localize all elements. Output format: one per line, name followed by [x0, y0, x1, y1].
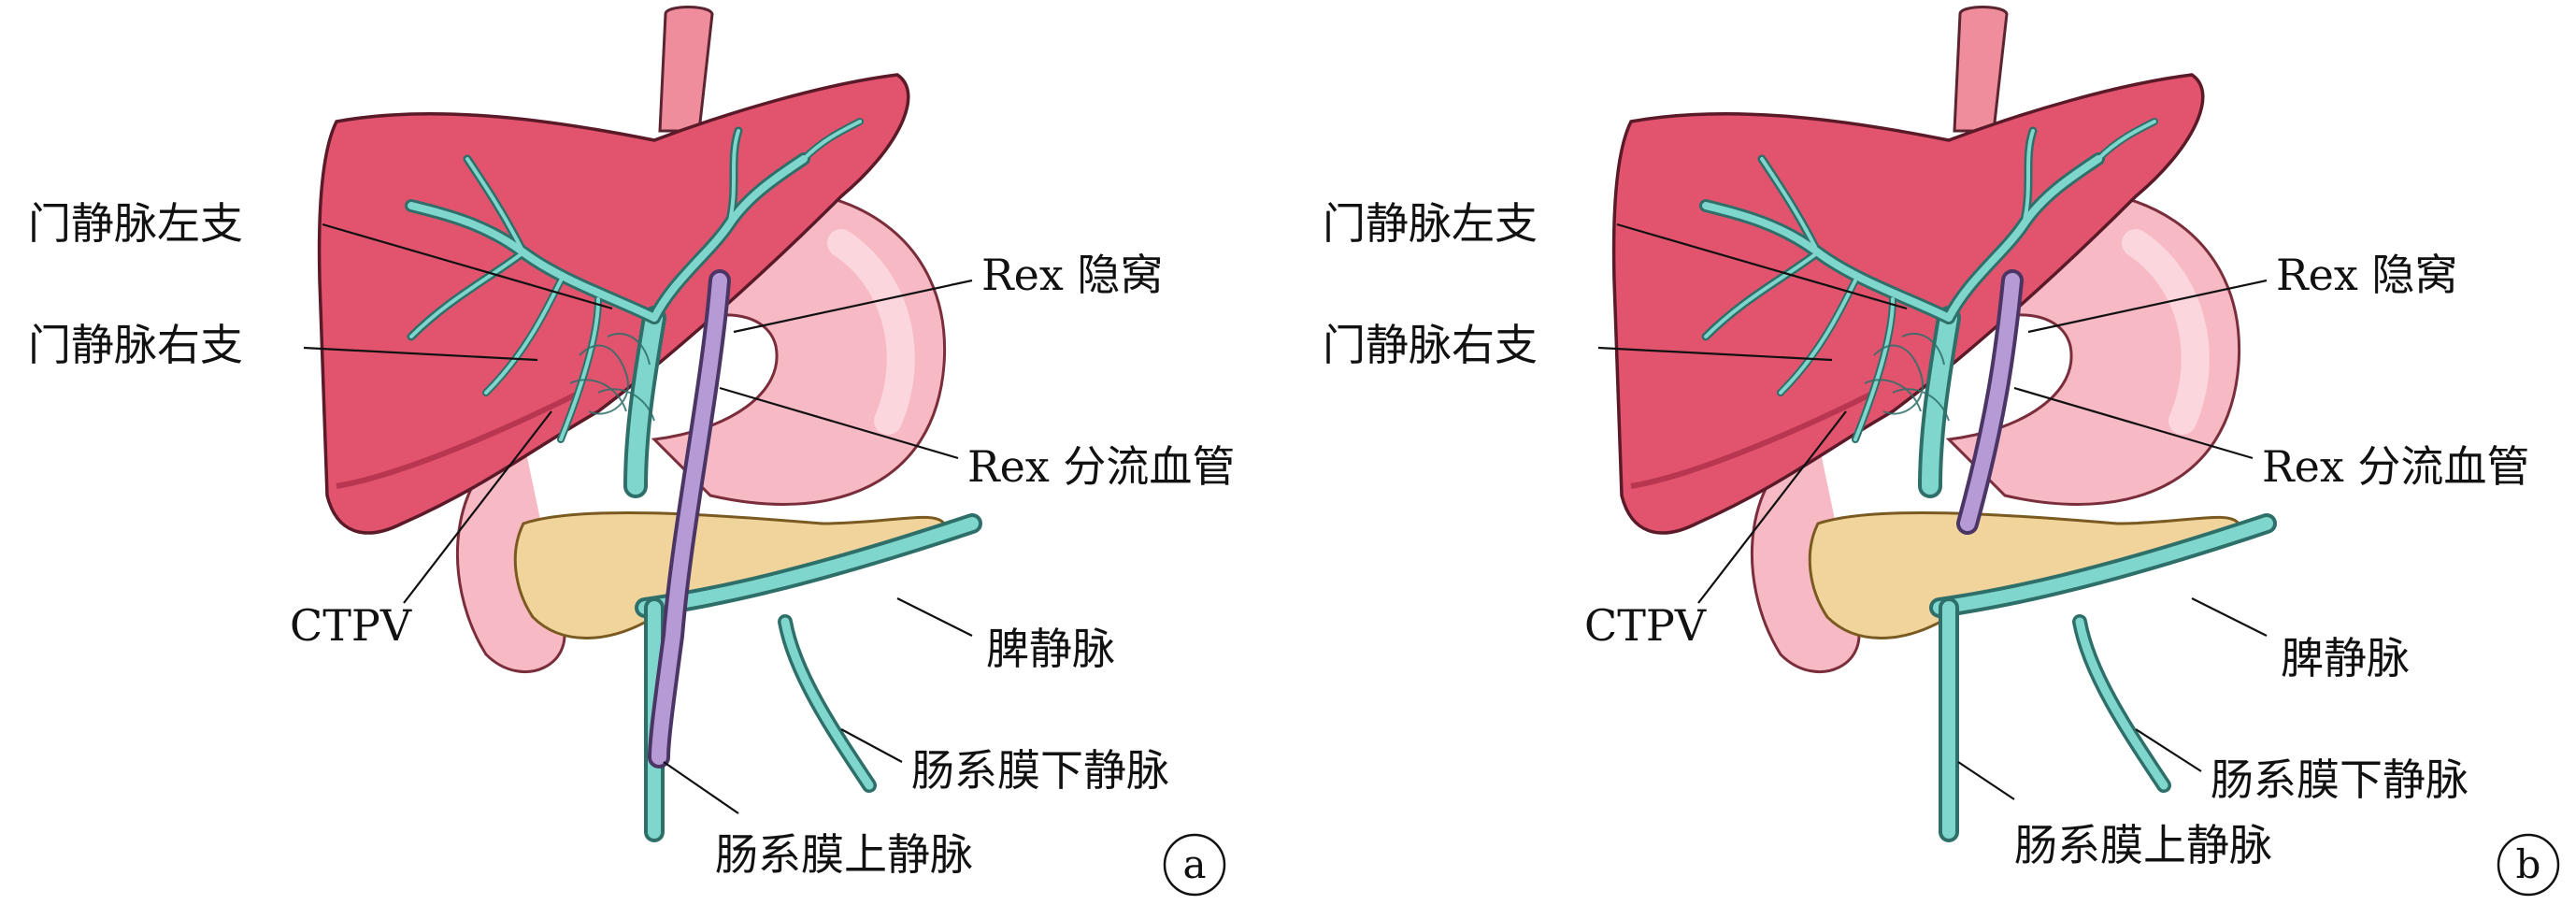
- leader-smv: [663, 761, 739, 814]
- label-imv: 肠系膜下静脉: [2211, 754, 2469, 805]
- panel-a: 门静脉左支 门静脉右支 CTPV Rex 隐窝 Rex 分流血管 脾静脉 肠系膜…: [28, 7, 1235, 897]
- label-rex-recess: Rex 隐窝: [2276, 250, 2457, 300]
- panel-b-anatomy: [1614, 7, 2267, 833]
- leader-splenic-vein: [2191, 597, 2268, 637]
- label-splenic-vein: 脾静脉: [2281, 633, 2410, 683]
- label-smv: 肠系膜上静脉: [2014, 820, 2272, 870]
- label-left-branch: 门静脉左支: [28, 198, 243, 249]
- leader-left-branch: [322, 223, 613, 310]
- panel-b-tag-circle: [2497, 833, 2560, 897]
- panel-a-tag-circle: [1163, 833, 1226, 897]
- leader-ctpv: [1697, 410, 1847, 604]
- label-splenic-vein: 脾静脉: [986, 624, 1115, 674]
- leader-rex-recess: [733, 279, 973, 334]
- leader-imv: [840, 728, 903, 763]
- leader-smv: [1957, 761, 2015, 800]
- label-ctpv: CTPV: [1584, 600, 1707, 651]
- leader-ctpv: [403, 410, 552, 604]
- leader-left-branch: [1616, 223, 1908, 310]
- leader-right-branch: [303, 346, 538, 362]
- label-imv: 肠系膜下静脉: [911, 745, 1169, 796]
- label-rex-shunt: Rex 分流血管: [967, 441, 1235, 492]
- label-right-branch: 门静脉右支: [28, 320, 243, 370]
- label-rex-recess: Rex 隐窝: [981, 250, 1163, 300]
- panel-b: 门静脉左支 门静脉右支 CTPV Rex 隐窝 Rex 分流血管 脾静脉 肠系膜…: [1323, 7, 2560, 897]
- label-rex-shunt: Rex 分流血管: [2262, 441, 2529, 492]
- leader-imv: [2135, 728, 2202, 772]
- leader-rex-shunt: [2013, 386, 2254, 460]
- label-smv: 肠系膜上静脉: [715, 829, 973, 880]
- leader-splenic-vein: [896, 597, 973, 637]
- leader-rex-recess: [2027, 279, 2268, 334]
- leader-right-branch: [1597, 346, 1833, 362]
- panel-a-anatomy: [320, 7, 972, 833]
- panel-a-tag: a: [1182, 841, 1206, 887]
- panel-b-tag: b: [2516, 841, 2541, 887]
- label-right-branch: 门静脉右支: [1323, 320, 1538, 370]
- label-ctpv: CTPV: [290, 600, 412, 651]
- label-left-branch: 门静脉左支: [1323, 198, 1538, 249]
- leader-rex-shunt: [719, 386, 959, 460]
